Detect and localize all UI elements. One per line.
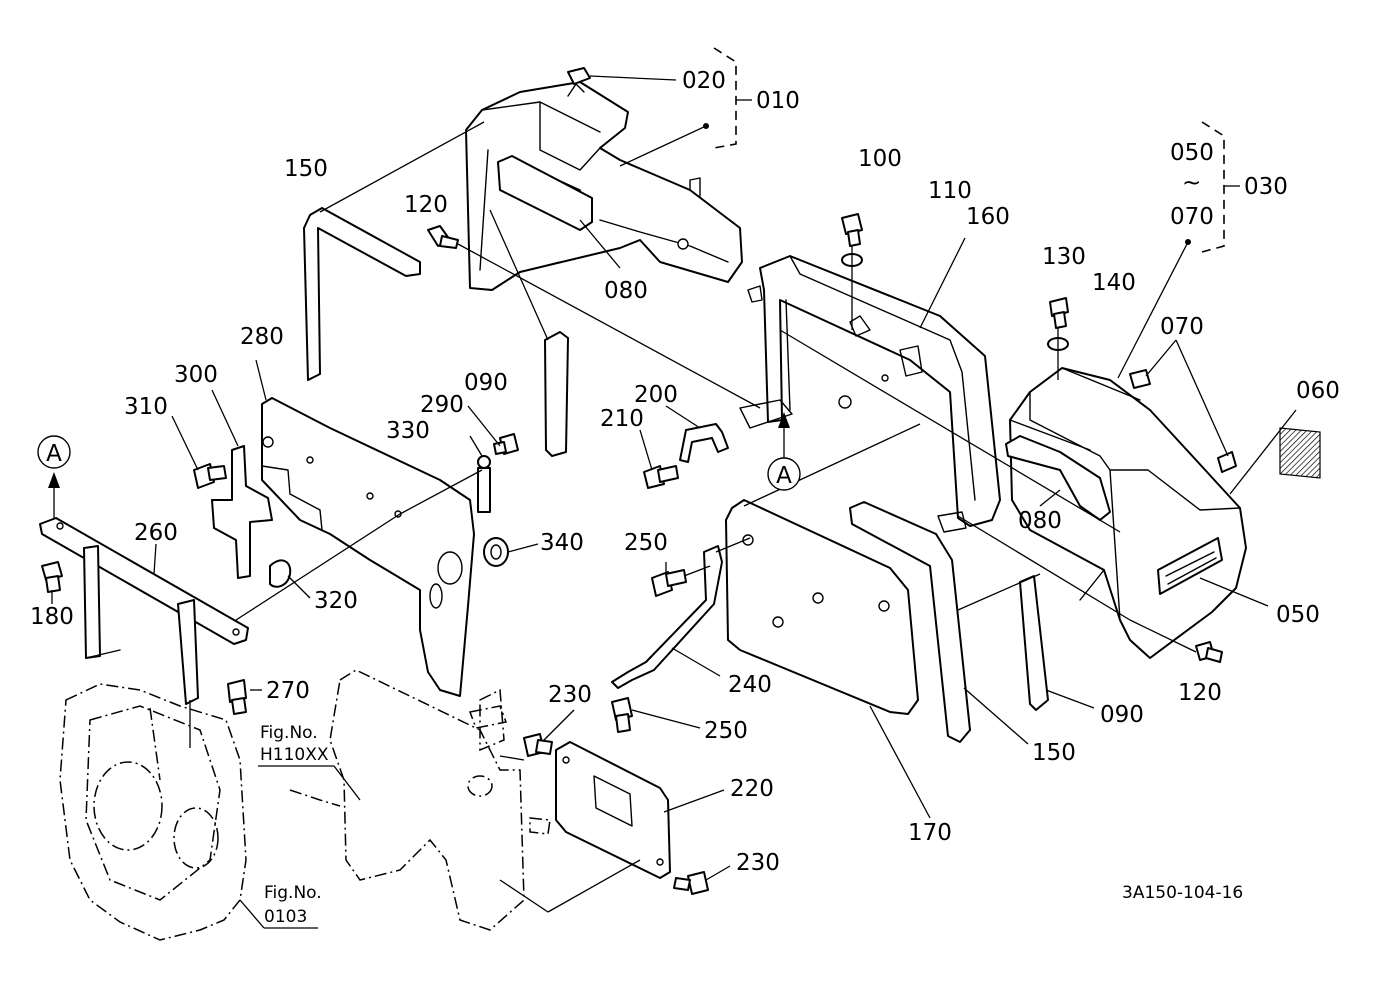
plate-220-drawing — [555, 741, 671, 879]
label-170: 170 — [908, 820, 952, 846]
seal-090-center — [544, 331, 569, 457]
svg-text:Fig.No.: Fig.No. — [264, 883, 322, 903]
view-marker-a-center: A — [767, 457, 801, 491]
label-100: 100 — [858, 146, 902, 172]
plate-280-drawing — [261, 397, 475, 697]
bolt-120-right — [1195, 641, 1223, 663]
group-bracket-030 — [1201, 121, 1240, 253]
label-130: 130 — [1042, 244, 1086, 270]
label-240: 240 — [728, 672, 772, 698]
grommet-340 — [483, 537, 509, 567]
clip-020 — [567, 67, 591, 85]
label-330: 330 — [386, 418, 430, 444]
bolt-310 — [193, 463, 227, 489]
svg-text:A: A — [46, 441, 62, 467]
frame-260-drawing — [39, 517, 249, 705]
drawing-code: 3A150-104-16 — [1122, 883, 1243, 903]
svg-text:0103: 0103 — [264, 907, 307, 927]
seal-150-upper — [303, 207, 421, 381]
label-150-upper: 150 — [284, 156, 328, 182]
bolt-210 — [643, 465, 679, 489]
label-290: 290 — [420, 392, 464, 418]
label-120-upper: 120 — [404, 192, 448, 218]
label-030: 030 — [1244, 174, 1288, 200]
bracket-200 — [679, 423, 729, 463]
label-110: 110 — [928, 178, 972, 204]
label-230-upper: 230 — [548, 682, 592, 708]
part-number-labels: 020 010 150 120 080 100 110 160 050 ~ 07… — [30, 68, 1340, 876]
label-300: 300 — [174, 362, 218, 388]
bolt-270 — [227, 679, 247, 715]
label-270: 270 — [266, 678, 310, 704]
label-range-070: 070 — [1170, 204, 1214, 230]
label-range-sep: ~ — [1182, 170, 1201, 196]
label-range-050: 050 — [1170, 140, 1214, 166]
label-090-center: 090 — [464, 370, 508, 396]
label-140: 140 — [1092, 270, 1136, 296]
label-020: 020 — [682, 68, 726, 94]
label-180: 180 — [30, 604, 74, 630]
label-220: 220 — [730, 776, 774, 802]
decal-060 — [1279, 427, 1321, 479]
label-250-upper: 250 — [624, 530, 668, 556]
bolt-100 — [841, 213, 863, 247]
svg-text:H110XX: H110XX — [260, 745, 329, 765]
panel-170-drawing — [725, 499, 919, 715]
seal-080-upper — [497, 155, 593, 231]
fig-ref-h110xx: Fig.No. H110XX — [260, 723, 329, 765]
leader-lines — [51, 75, 1297, 929]
label-050: 050 — [1276, 602, 1320, 628]
label-080-right: 080 — [1018, 508, 1062, 534]
label-060: 060 — [1296, 378, 1340, 404]
clip-320 — [269, 559, 292, 588]
group-bracket-010 — [713, 47, 752, 149]
bolt-290 — [493, 433, 519, 455]
label-160: 160 — [966, 204, 1010, 230]
view-marker-a-left: A — [37, 435, 71, 469]
label-080-upper: 080 — [604, 278, 648, 304]
label-250-lower: 250 — [704, 718, 748, 744]
label-010: 010 — [756, 88, 800, 114]
seal-150-lower — [849, 501, 971, 743]
label-120-right: 120 — [1178, 680, 1222, 706]
bolt-180 — [41, 561, 63, 593]
bolt-130 — [1049, 297, 1069, 329]
label-070: 070 — [1160, 314, 1204, 340]
pin-330 — [477, 455, 491, 513]
label-280: 280 — [240, 324, 284, 350]
view-arrow-a-center — [778, 412, 790, 460]
frame-h110xx-phantom — [289, 669, 551, 931]
label-320: 320 — [314, 588, 358, 614]
fig-ref-0103: Fig.No. 0103 — [264, 883, 322, 927]
cover-030-drawing — [1009, 367, 1247, 659]
engine-block-phantom — [59, 683, 247, 941]
label-340: 340 — [540, 530, 584, 556]
frame-160-drawing — [739, 255, 1001, 533]
bolt-230-lower — [673, 871, 709, 895]
seal-090-right — [1019, 575, 1049, 711]
clip-070-a — [1129, 369, 1151, 389]
svg-text:A: A — [776, 463, 792, 489]
label-210: 210 — [600, 406, 644, 432]
label-150-lower: 150 — [1032, 740, 1076, 766]
bracket-300 — [211, 445, 273, 579]
bolt-250-upper — [651, 569, 687, 597]
bolt-120-upper — [427, 225, 459, 249]
label-090-right: 090 — [1100, 702, 1144, 728]
label-200: 200 — [634, 382, 678, 408]
label-310: 310 — [124, 394, 168, 420]
bolt-250-lower — [611, 697, 633, 733]
bolt-230-upper — [523, 733, 553, 757]
svg-text:Fig.No.: Fig.No. — [260, 723, 318, 743]
label-230-lower: 230 — [736, 850, 780, 876]
stay-240 — [611, 545, 723, 689]
view-arrow-a-left — [48, 472, 60, 520]
seal-080-right — [1005, 435, 1111, 521]
label-260: 260 — [134, 520, 178, 546]
